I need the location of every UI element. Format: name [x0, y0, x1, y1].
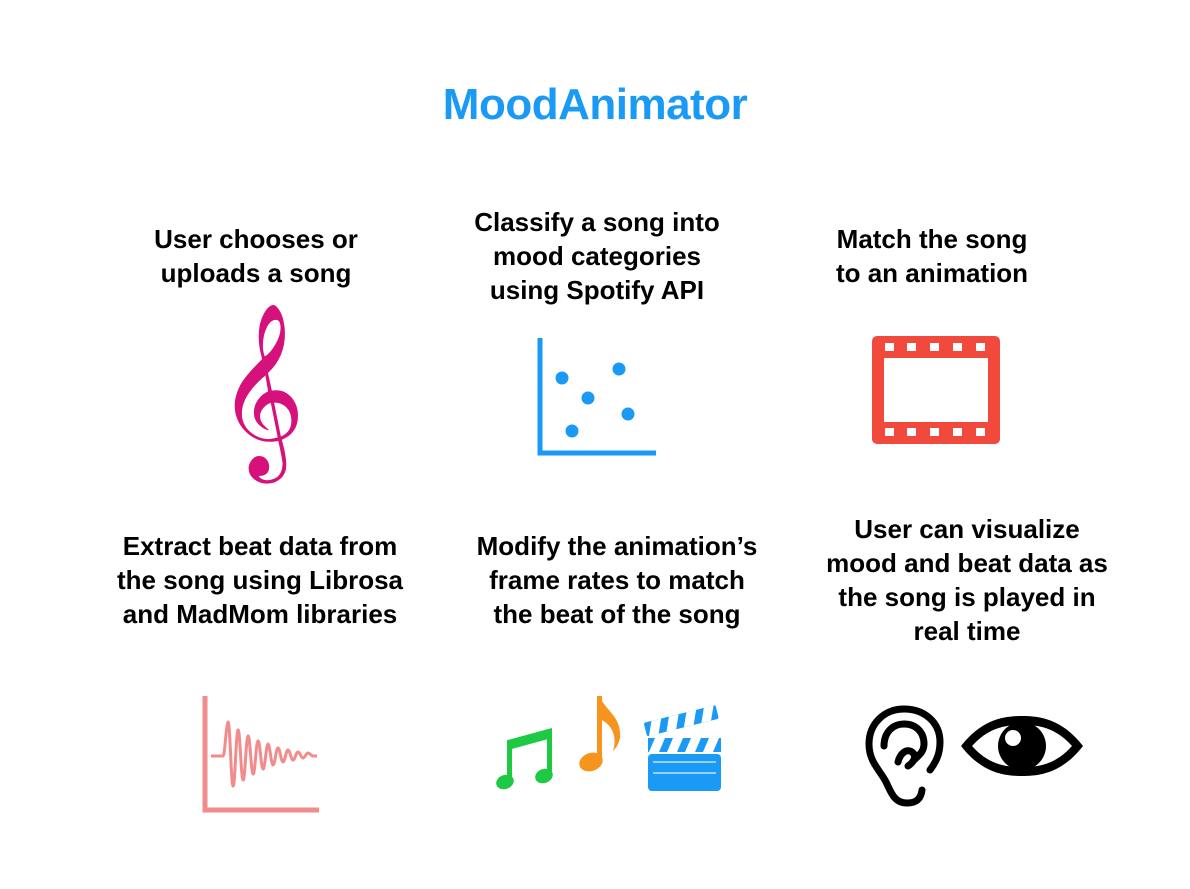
- ear-icon: [864, 704, 944, 808]
- clapperboard-icon: [644, 705, 723, 794]
- step-choose-song-label: User chooses or uploads a song: [154, 224, 358, 288]
- step-visualize-label: User can visualize mood and beat data as…: [826, 514, 1108, 646]
- step-match-animation-label: Match the song to an animation: [835, 224, 1029, 288]
- eye-icon: [958, 713, 1086, 779]
- step-classify-mood-label: Classify a song into mood categories usi…: [474, 207, 720, 305]
- music-notes-icon: [496, 726, 556, 792]
- page-title: MoodAnimator: [442, 80, 748, 129]
- scatter-plot-icon: [536, 338, 658, 458]
- step-extract-beat-label: Extract beat data from the song using Li…: [116, 531, 403, 629]
- waveform-icon: [201, 694, 323, 816]
- treble-clef-icon: 𝄞: [217, 302, 306, 484]
- svg-text:𝄞: 𝄞: [217, 302, 306, 484]
- step-modify-frame-rates-label: Modify the animation’s frame rates to ma…: [476, 531, 758, 629]
- eighth-note-icon: [578, 694, 626, 776]
- film-strip-icon: [872, 336, 1000, 444]
